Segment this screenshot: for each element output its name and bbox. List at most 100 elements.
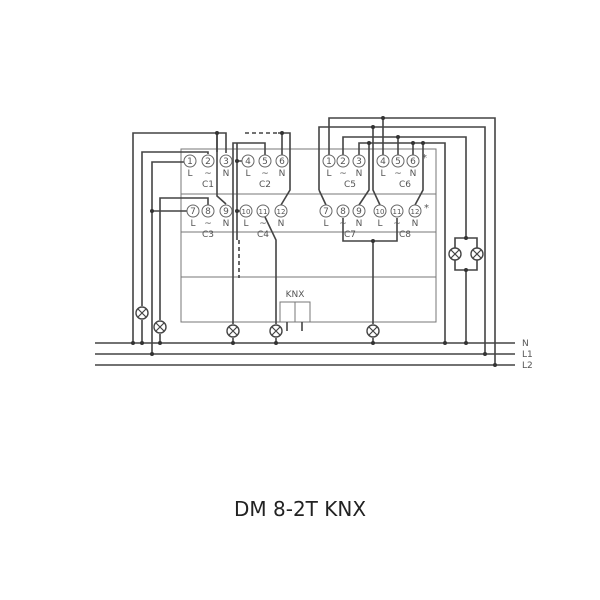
terminal-mark: ~ [204,169,212,179]
terminal-number: 8 [340,207,346,217]
wire [236,143,242,240]
wire [358,143,370,206]
lamp-icon [226,324,240,338]
lamp-icon [470,247,484,261]
terminal-4: 4L [376,154,390,179]
terminal-mark: L [377,219,382,229]
terminal-number: 6 [410,157,416,167]
terminal-number: 11 [393,208,402,216]
terminal-mark: ~ [204,219,212,229]
channel-label: C8 [399,230,411,240]
terminal-6: 6N [406,154,420,179]
terminal-mark: ~ [393,219,401,229]
terminal-2: 2~ [336,154,350,179]
wire [358,142,446,343]
junction-dots [131,116,497,367]
wire [372,127,381,206]
terminal-number: 12 [277,208,286,216]
knx-label: KNX [286,290,305,300]
terminal-1: 1L [322,154,336,179]
terminal-number: 2 [205,157,211,167]
terminal-mark: L [323,219,328,229]
wire [151,161,184,354]
terminal-number: 9 [356,207,362,217]
terminal-2: 2~ [201,154,215,179]
bus-label-n: N [522,339,529,349]
terminal-mark: N [412,219,419,229]
terminal-7: 7L [186,204,200,229]
terminal-mark: L [187,169,192,179]
terminal-mark: L [380,169,385,179]
terminal-mark: N [278,219,285,229]
wire [216,133,227,205]
terminal-8: 8~ [201,204,215,229]
terminal-mark: ~ [394,169,402,179]
terminal-10: 10L [373,204,387,229]
terminal-mark: N [410,169,417,179]
wire [342,218,398,242]
terminal-11: 11 ~ [256,204,270,229]
terminal-number: 4 [245,157,251,167]
lamp-icon [269,324,283,338]
wire [159,197,209,343]
product-title: DM 8-2T KNX [233,497,367,521]
terminal-6: 6N [275,154,289,179]
terminal-number: 9 [223,207,229,217]
terminal-12: 12N [408,204,422,229]
terminal-8: 8~ [336,204,350,229]
terminal-7: 7L [319,204,333,229]
terminal-1: 1L [183,154,197,179]
wire [217,132,227,153]
terminal-9: 9N [219,204,233,229]
terminal-number: 7 [190,207,196,217]
terminal-number: 5 [262,157,268,167]
lamp-icon [366,324,380,338]
terminal-3: 3N [219,154,233,179]
wire [342,136,467,238]
terminal-mark: N [223,219,230,229]
note-asterisk: * [424,203,429,214]
note-asterisk: * [422,153,427,164]
channel-label: C2 [259,180,271,190]
wire [318,189,327,206]
terminal-9: 9N [352,204,366,229]
bus-label-l2: L2 [522,361,533,371]
wire [328,117,496,365]
terminal-number: 11 [259,208,268,216]
terminal-mark: L [243,219,248,229]
terminal-number: 8 [205,207,211,217]
terminal-4: 4L [241,154,255,179]
terminal-mark: L [245,169,250,179]
terminal-mark: ~ [339,169,347,179]
terminal-mark: L [326,169,331,179]
terminal-3: 3N [352,154,366,179]
channel-label: C4 [257,230,269,240]
terminal-11: 11 ~ [390,204,404,229]
terminal-10: 10L [239,204,253,229]
terminal-number: 7 [323,207,329,217]
terminal-number: 10 [242,208,251,216]
terminal-mark: ~ [259,219,267,229]
terminal-number: 5 [395,157,401,167]
terminal-mark: ~ [339,219,347,229]
terminal-12: 12N [274,204,288,229]
terminal-number: 2 [340,157,346,167]
wire [318,126,486,354]
channel-label: C3 [202,230,214,240]
lamp-icon [153,320,167,334]
terminal-5: 5~ [258,154,272,179]
terminal-number: 10 [376,208,385,216]
channel-label: C1 [202,180,214,190]
terminal-5: 5~ [391,154,405,179]
channel-label: C7 [344,230,356,240]
terminal-number: 4 [380,157,386,167]
terminal-number: 3 [356,157,362,167]
channel-label: C5 [344,180,356,190]
terminal-number: 3 [223,157,229,167]
terminal-number: 1 [326,157,332,167]
terminal-mark: N [279,169,286,179]
terminal-mark: N [223,169,230,179]
terminal-mark: ~ [261,169,269,179]
terminal-number: 6 [279,157,285,167]
